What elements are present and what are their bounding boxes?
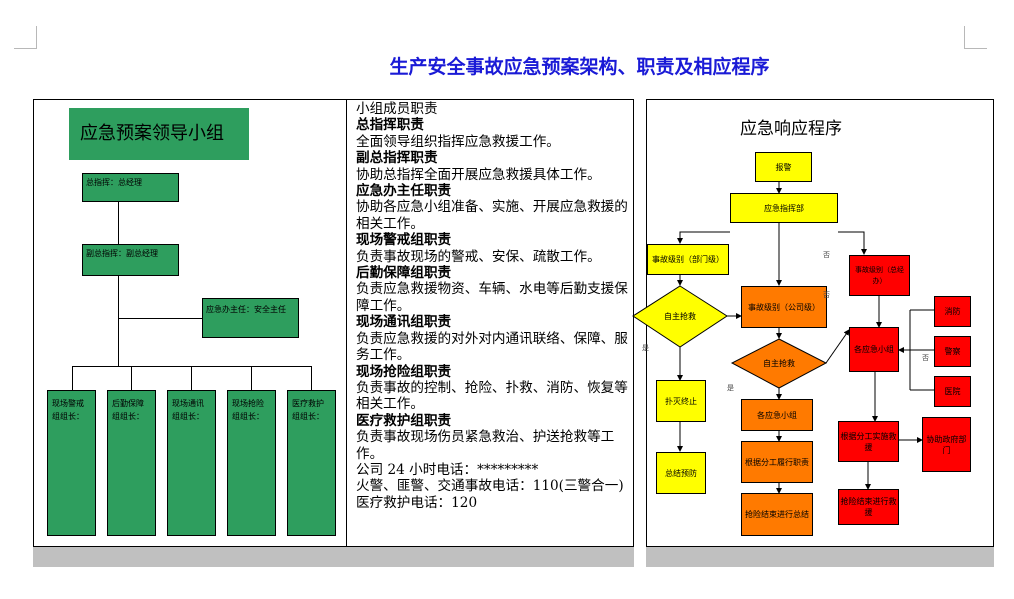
duty-text: 负责应急救援物资、车辆、水电等后勤支援保障工作。: [356, 281, 628, 314]
red-groups-box: 各应急小组: [849, 327, 899, 372]
yes-label: 是: [727, 384, 734, 392]
fire-box: 消防: [934, 296, 971, 327]
connector: [72, 366, 312, 367]
group-box-rescue: 现场抢险组组长：: [227, 390, 276, 536]
duty-text: 负责事故现场的警戒、安保、疏散工作。: [356, 248, 601, 265]
command-box: 应急指挥部: [730, 193, 838, 223]
alarm-box: 报警: [755, 152, 812, 182]
commander-box: 总指挥：总经理: [82, 173, 179, 202]
duty-heading: 后勤保障组职责: [356, 265, 452, 282]
page-corner-mark: [14, 26, 37, 49]
group-box-comms: 现场通讯组组长：: [167, 390, 216, 536]
gov-box: 协助政府部门: [922, 417, 971, 472]
connector: [118, 202, 119, 244]
duty-text: 协助总指挥全面开展应急救援具体工作。: [356, 166, 601, 183]
group-box-guard: 现场警戒组组长：: [47, 390, 96, 536]
duty-heading: 现场警戒组职责: [356, 232, 452, 249]
end-box: 抢险结束进行总结: [741, 493, 813, 536]
duty-heading: 应急办主任职责: [356, 183, 452, 200]
duty-text: 负责事故现场伤员紧急救治、护送抢救等工作。: [356, 429, 615, 462]
no-label: 否: [922, 354, 929, 362]
connector: [251, 366, 252, 390]
duty-text: 协助各应急小组准备、实施、开展应急救援的相关工作。: [356, 199, 628, 232]
duty-heading: 现场通讯组职责: [356, 314, 452, 331]
chief-level-box: 事故级别（总经办）: [849, 255, 910, 296]
group-box-logistics: 后勤保障组组长：: [107, 390, 156, 536]
end2-box: 抢险结束进行救援: [838, 489, 899, 525]
duty-text: 全面领导组织指挥应急救援工作。: [356, 133, 560, 150]
company-level-box: 事故级别（公司级）: [741, 286, 827, 328]
flow-title: 应急响应程序: [740, 119, 842, 139]
office-box: 应急办主任：安全主任: [202, 298, 299, 338]
deputy-box: 副总指挥：副总经理: [82, 244, 179, 276]
duty-text: 负责应急救援的对外对内通讯联络、保障、服务工作。: [356, 330, 628, 364]
summary-box: 总结预防: [656, 452, 706, 494]
connector: [311, 366, 312, 390]
phone-line: 公司 24 小时电话：*********: [356, 461, 539, 478]
group-box-medical: 医疗救护组组长：: [287, 390, 336, 536]
divide-box: 根据分工履行职责: [741, 441, 813, 483]
no-label: 否: [823, 291, 830, 299]
duty-heading: 总指挥职责: [356, 117, 424, 134]
duty-heading: 副总指挥职责: [356, 150, 438, 167]
connector: [118, 276, 119, 366]
police-box: 警察: [934, 336, 971, 367]
connector: [118, 318, 202, 319]
org-header: 应急预案领导小组: [69, 108, 249, 160]
hospital-box: 医院: [934, 376, 971, 407]
connector: [72, 366, 73, 390]
duties-intro: 小组成员职责: [356, 101, 438, 117]
no-label: 否: [823, 251, 830, 259]
connector: [131, 366, 132, 390]
page-corner-mark: [964, 26, 987, 49]
phone-line: 火警、匪警、交通事故电话：110(三警合一): [356, 478, 624, 495]
duties-text: 小组成员职责 总指挥职责 全面领导组织指挥应急救援工作。 副总指挥职责 协助总指…: [356, 101, 632, 511]
decision-label: 自主抢救: [664, 311, 696, 321]
duty-text: 负责事故的控制、抢险、扑救、消防、恢复等相关工作。: [356, 379, 628, 413]
yes-label: 是: [642, 344, 649, 352]
panel-divider: [346, 99, 347, 547]
divide2-box: 根据分工实施救援: [838, 421, 899, 462]
page-title: 生产安全事故应急预案架构、职责及相应程序: [389, 56, 770, 78]
scroll-strip: [33, 547, 634, 567]
groups-box: 各应急小组: [741, 399, 813, 431]
duty-heading: 医疗救护组职责: [356, 412, 452, 429]
extinguish-box: 扑灭终止: [656, 380, 706, 422]
scroll-strip: [646, 547, 994, 567]
connector: [191, 366, 192, 390]
duty-heading: 现场抢险组职责: [356, 363, 452, 380]
decision-label: 自主抢救: [763, 358, 795, 368]
phone-line: 医疗救护电话：120: [356, 494, 478, 511]
dept-level-box: 事故级别（部门级）: [647, 244, 729, 275]
